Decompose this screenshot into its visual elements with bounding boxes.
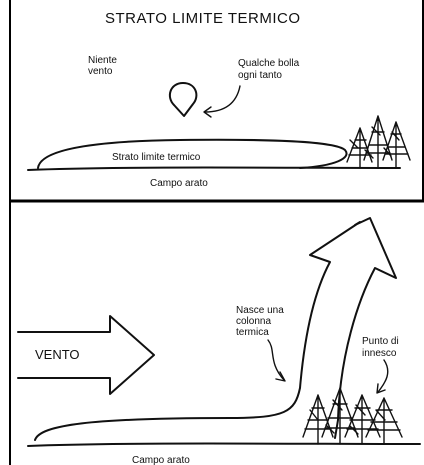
column-label-1: Nasce una bbox=[236, 305, 284, 316]
column-label-2: colonna bbox=[236, 316, 271, 327]
wind-arrow bbox=[17, 315, 155, 395]
no-wind-label-1: Niente bbox=[88, 55, 117, 66]
trigger-label-1: Punto di bbox=[362, 336, 399, 347]
trigger-pointer-head bbox=[376, 383, 386, 394]
wind-label: VENTO bbox=[35, 347, 80, 362]
trigger-pointer bbox=[377, 359, 389, 393]
field-label-bottom: Campo arato bbox=[132, 455, 190, 465]
no-wind-label-2: vento bbox=[88, 66, 113, 77]
bubble-pointer-arrowhead bbox=[203, 106, 212, 118]
thermal-column-arrow bbox=[34, 217, 397, 441]
ground-line-bottom bbox=[27, 442, 421, 447]
column-pointer-head bbox=[275, 371, 286, 382]
bubble-pointer-arrow bbox=[204, 85, 241, 113]
boundary-layer-lens bbox=[37, 138, 348, 169]
trees-bottom bbox=[302, 387, 403, 445]
bubble-label-1: Qualche bolla bbox=[238, 58, 300, 69]
bubble-label-2: ogni tanto bbox=[238, 70, 282, 81]
bottom-panel: VENTO Nasce una colonna termica Punto di… bbox=[17, 217, 421, 465]
trigger-label-2: innesco bbox=[362, 348, 397, 359]
column-pointer bbox=[267, 339, 285, 381]
ground-line-top bbox=[27, 166, 401, 171]
column-label-3: termica bbox=[236, 327, 269, 338]
thermal-bubble bbox=[168, 82, 198, 117]
top-panel: STRATO LIMITE TERMICO Niente vento Qualc… bbox=[27, 10, 411, 189]
top-panel-title: STRATO LIMITE TERMICO bbox=[105, 10, 301, 27]
field-label-top: Campo arato bbox=[150, 178, 208, 189]
boundary-layer-label: Strato limite termico bbox=[112, 152, 201, 163]
trees-top bbox=[346, 115, 411, 169]
